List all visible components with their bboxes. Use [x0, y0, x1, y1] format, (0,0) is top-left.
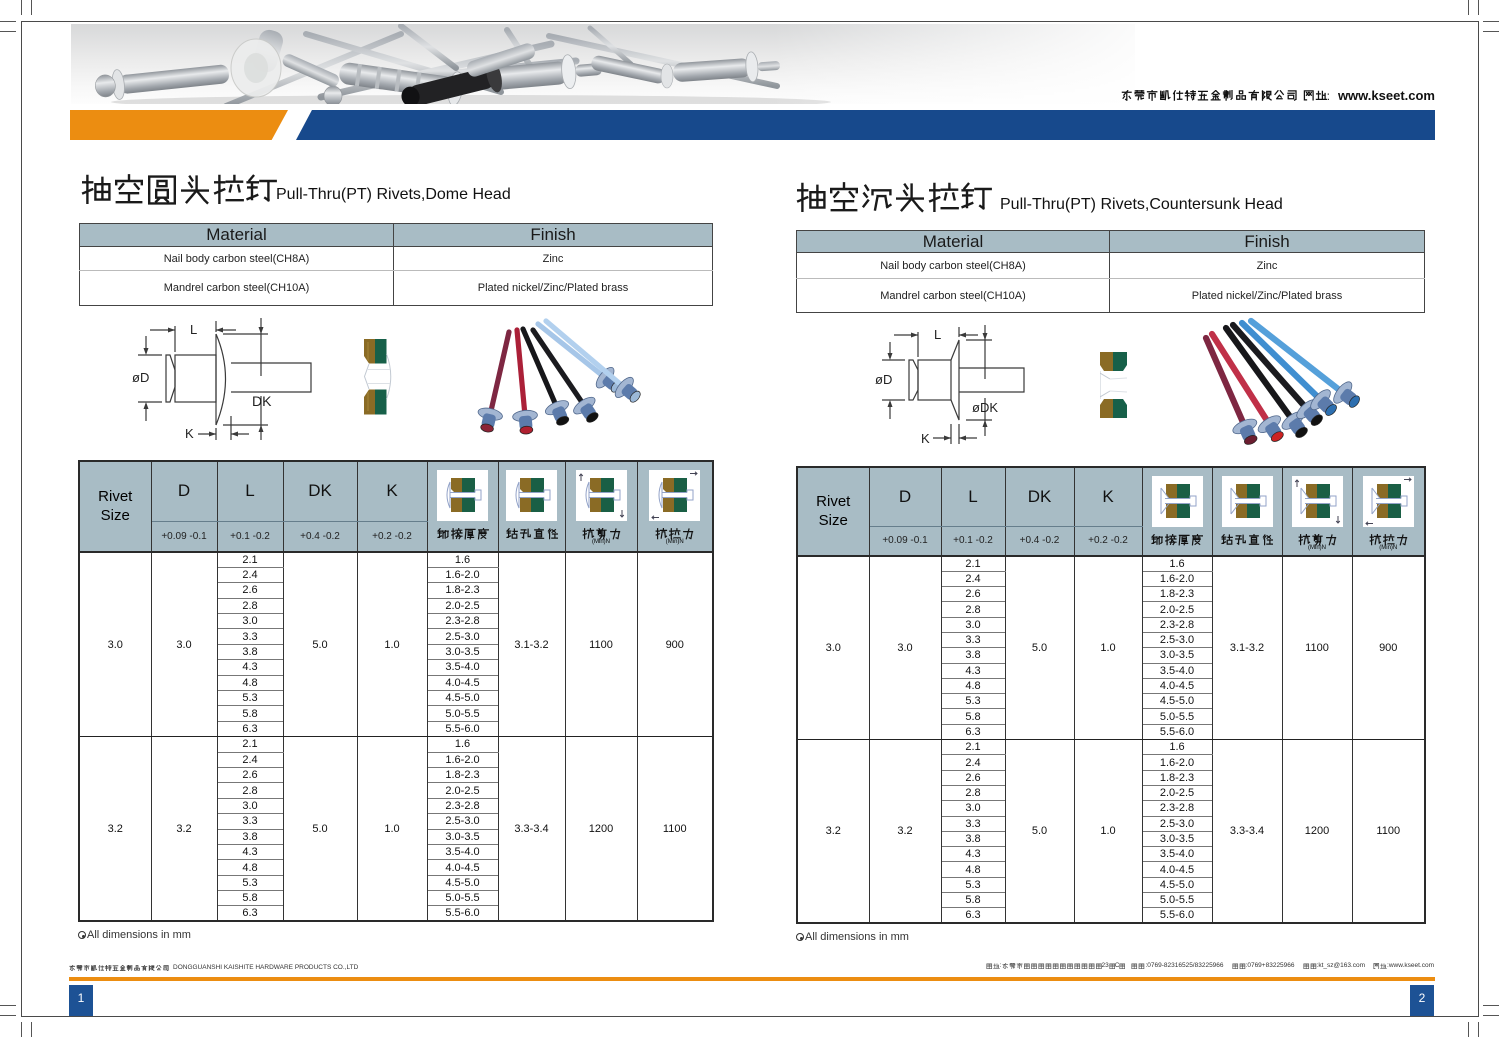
svg-text:K: K	[185, 426, 194, 441]
svg-text:L: L	[934, 327, 941, 342]
svg-text:L: L	[190, 322, 197, 337]
svg-text:K: K	[921, 431, 930, 446]
svg-text:DK: DK	[252, 393, 272, 409]
svg-text:øDK: øDK	[972, 400, 998, 415]
svg-text:øD: øD	[875, 372, 892, 387]
svg-text:øD: øD	[132, 370, 149, 385]
